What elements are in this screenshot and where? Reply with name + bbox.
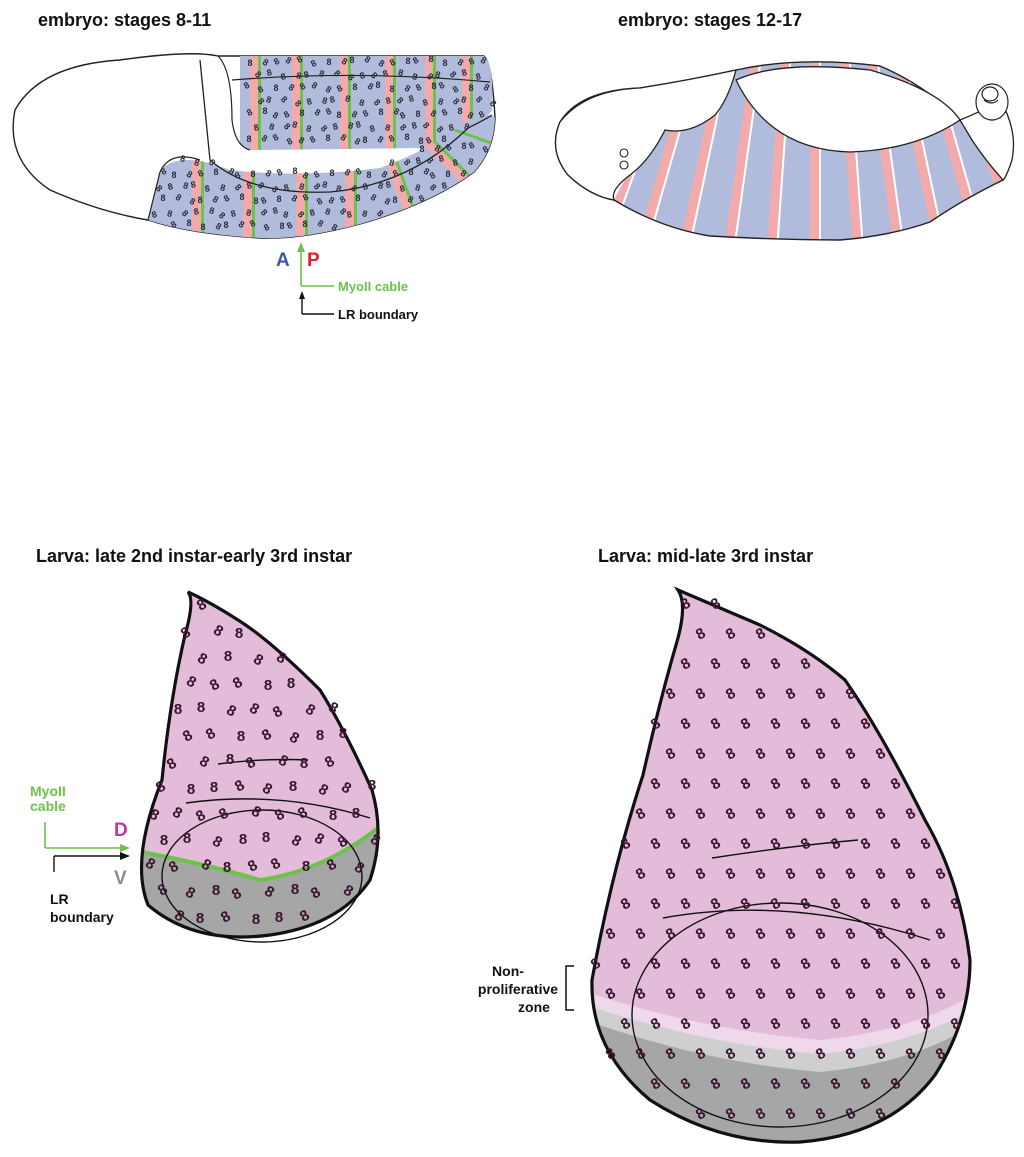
cell-glyph: 8 [186,218,191,228]
embryo-late-diagram [556,40,1024,271]
cell-glyph: 8 [336,110,341,120]
cell-glyph: 8 [378,107,383,117]
cell-glyph: 8 [352,805,360,822]
cell-glyph: 8 [183,830,191,847]
cell-glyph: 8 [302,858,310,875]
larva-early-disc: 8888888888888888888888888888888888888888… [120,580,400,960]
cell-glyph: 8 [408,167,413,177]
cell-glyph: 8 [197,699,205,716]
cell-glyph: 8 [200,222,205,232]
cell-glyph: 8 [289,778,297,795]
npz-bracket [566,966,574,1010]
cell-glyph: 8 [224,648,232,665]
label-lr-larva-1: LR [50,891,69,907]
cell-glyph: 8 [405,56,410,66]
cell-glyph: 8 [457,106,462,116]
cell-glyph: 8 [174,701,182,718]
cell-glyph: 8 [197,195,202,205]
cell-glyph: 8 [392,195,397,205]
label-npz-2: proliferative [478,981,558,997]
cell-glyph: 8 [262,106,267,116]
cell-glyph: 8 [160,193,165,203]
cell-glyph: 8 [326,57,331,67]
cell-glyph: 8 [247,58,252,68]
embryo-early-diagram: 8888888888888888888888888888888888888888… [13,50,543,250]
cell-glyph: 8 [223,859,231,876]
cell-glyph: 8 [226,751,234,768]
cell-glyph: 8 [235,625,243,642]
cell-glyph: 8 [264,677,272,694]
label-posterior: P [307,250,320,271]
label-lr-boundary-embryo: LR boundary [338,307,419,322]
cell-glyph: 8 [239,192,244,202]
cell-glyph: 8 [292,166,297,176]
label-lr-larva-2: boundary [50,909,114,925]
cell-glyph: 8 [262,829,270,846]
cell-glyph: 8 [325,133,330,143]
embryo-late-eye-upper [620,149,628,157]
cell-glyph: 8 [276,194,281,204]
cell-glyph: 8 [368,777,376,794]
cell-glyph: 8 [299,108,304,118]
cell-glyph: 8 [431,81,436,91]
label-anterior: A [276,250,290,271]
cell-glyph: 8 [273,83,278,93]
cell-glyph: 8 [415,109,420,119]
cell-glyph: 8 [445,169,450,179]
cell-glyph: 8 [366,170,371,180]
label-myoii-larva-1: MyoII [30,783,66,799]
cell-glyph: 8 [253,196,258,206]
cell-glyph: 8 [442,58,447,68]
cell-glyph: 8 [213,167,218,177]
cell-glyph: 8 [461,141,466,151]
cell-glyph: 8 [355,193,360,203]
embryo-late-spiracle-inner [982,87,998,101]
label-npz-3: zone [518,999,550,1015]
cell-glyph: 8 [250,169,255,179]
label-ventral: V [114,868,127,889]
cell-glyph: 8 [237,728,245,745]
cell-glyph: 8 [419,144,424,154]
cell-glyph: 8 [352,82,357,92]
label-dorsal: D [114,820,128,841]
cell-glyph: 8 [287,675,295,692]
cell-glyph: 8 [349,55,354,65]
cell-glyph: 8 [275,909,283,926]
embryo-late-eye-lower [620,161,628,169]
cell-glyph: 8 [302,219,307,229]
lr-boundary-arrow-embryo [299,291,334,314]
cell-glyph: 8 [246,134,251,144]
cell-glyph: 8 [329,168,334,178]
cell-glyph: 8 [279,221,284,231]
cell-glyph: 8 [196,910,204,927]
cell-glyph: 8 [316,727,324,744]
cell-glyph: 8 [389,84,394,94]
cell-glyph: 8 [428,54,433,64]
cell-glyph: 8 [239,831,247,848]
label-myoii-cable-embryo: MyoII cable [338,279,408,294]
cell-glyph: 8 [171,170,176,180]
cell-glyph: 8 [223,220,228,230]
cell-glyph: 8 [329,807,337,824]
cell-glyph: 8 [375,80,380,90]
cell-glyph: 8 [362,135,367,145]
cell-glyph: 8 [160,832,168,849]
cell-glyph: 8 [187,781,195,798]
cell-glyph: 8 [212,882,220,899]
label-npz-1: Non- [492,963,524,979]
cell-glyph: 8 [252,911,260,928]
cell-glyph: 8 [404,132,409,142]
cell-glyph: 8 [291,881,299,898]
cell-glyph: 8 [339,725,347,742]
cell-glyph: 8 [300,755,308,772]
label-myoii-larva-2: cable [30,798,66,814]
cell-glyph: 8 [210,779,218,796]
cell-glyph: 8 [468,83,473,93]
